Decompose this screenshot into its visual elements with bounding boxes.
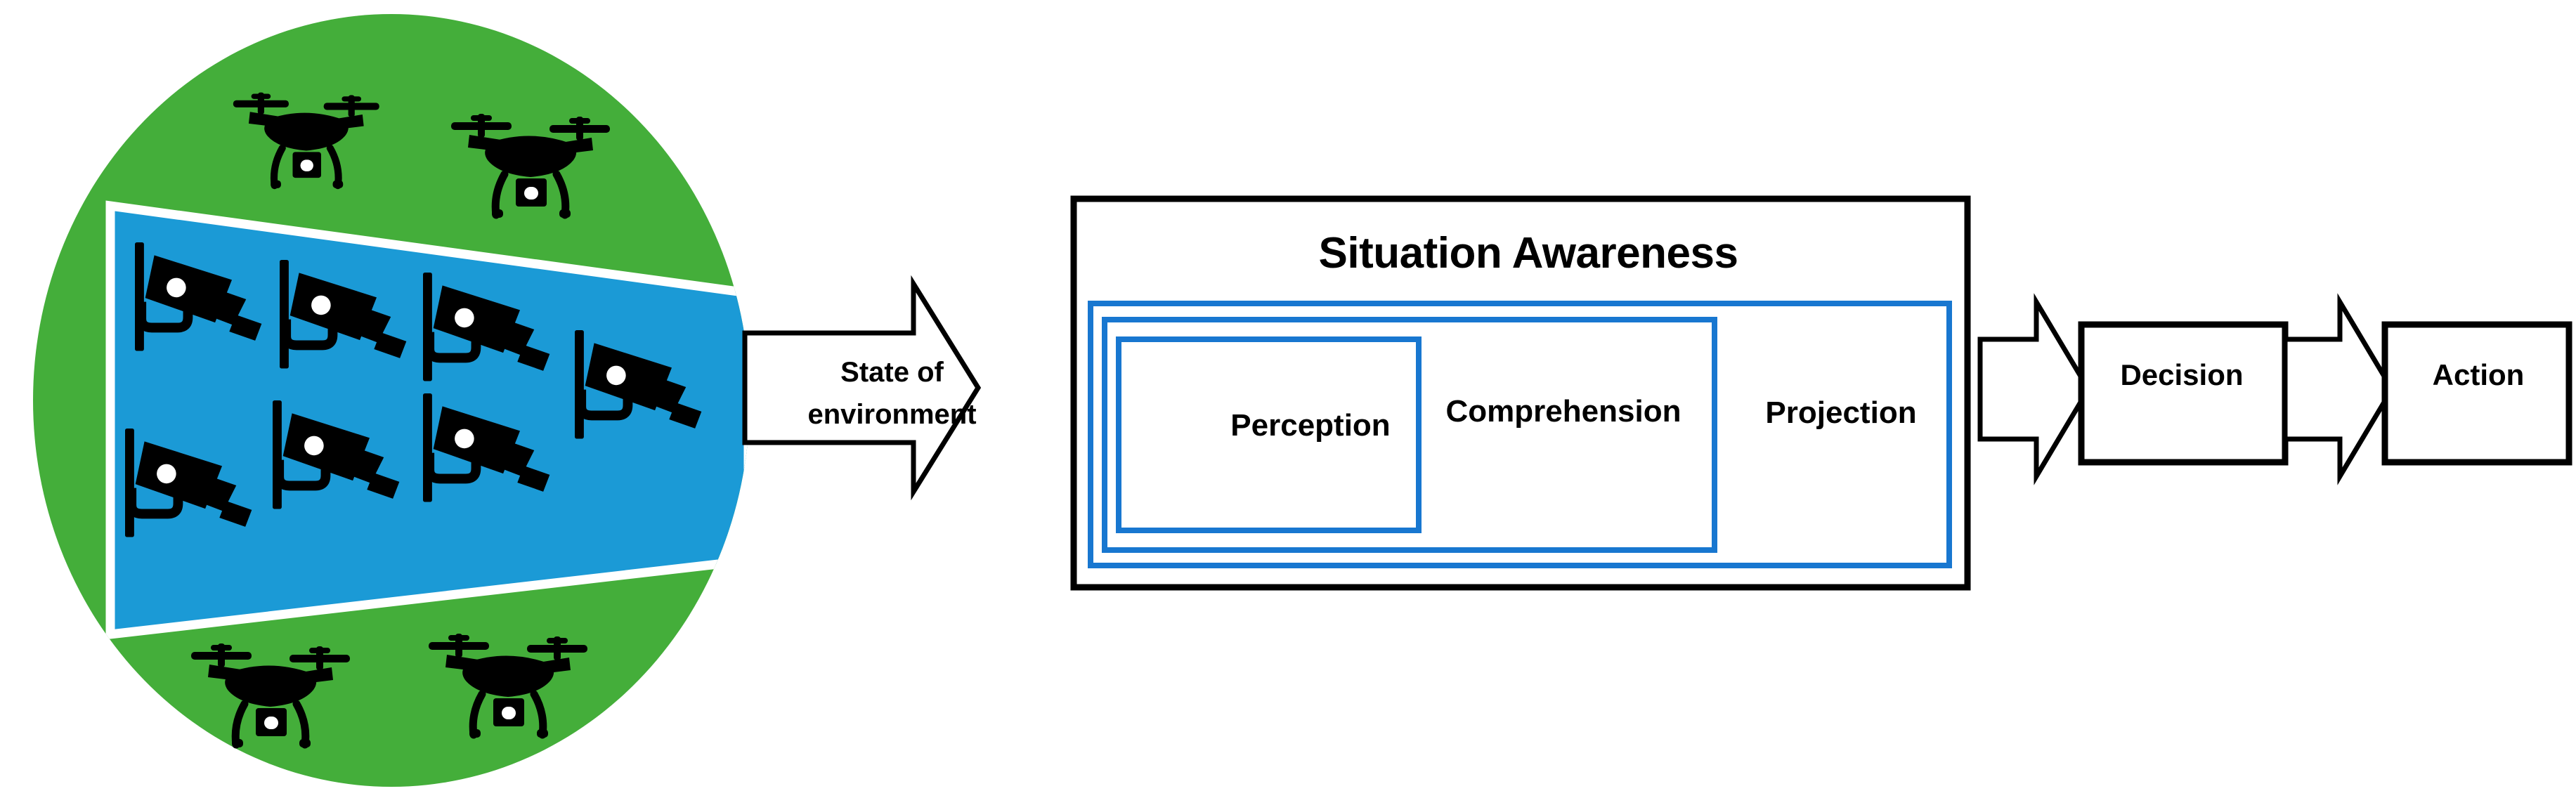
state-of-environment-label: State of environment: [807, 357, 977, 430]
decision-box: [2078, 321, 2289, 466]
action-label: Action: [2432, 358, 2525, 391]
decision-label: Decision: [2120, 358, 2244, 391]
sa-to-decision-arrow: [1977, 293, 2092, 485]
comprehension-rect: [1102, 317, 1717, 553]
projection-rect: [1088, 301, 1952, 568]
perception-label: Perception: [1230, 408, 1391, 443]
situation-awareness-title: Situation Awareness: [1318, 229, 1738, 277]
decision-to-action-arrow: [2282, 293, 2395, 485]
comprehension-label: Comprehension: [1445, 394, 1681, 429]
action-box: [2381, 321, 2572, 466]
projection-label: Projection: [1765, 396, 1917, 430]
perception-rect: [1116, 336, 1422, 533]
situation-awareness-box: [1070, 195, 1971, 591]
state-of-environment-arrow: [742, 275, 982, 501]
